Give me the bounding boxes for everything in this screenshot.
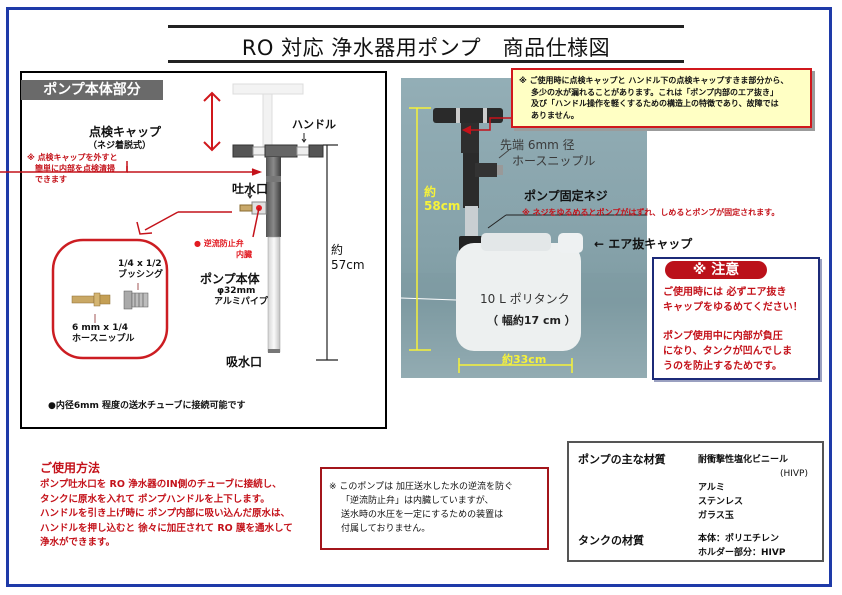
valve-note-line: 「逆流防止弁」は内臓していますが、 <box>341 496 494 506</box>
tank-length-label: 約33cm <box>502 353 547 366</box>
valve-note-line: 送水時の水圧を一定にするための装置は <box>341 510 504 520</box>
tip-hose-nipple-label: 先端 6mm 径 ホースニップル <box>500 138 596 168</box>
usage-line: 浄水ができます。 <box>40 537 116 548</box>
up-down-arrow-icon <box>203 91 221 152</box>
bushing-label: 1/4 x 1/2 ブッシング <box>118 259 164 280</box>
pump-material-list: 耐衝撃性塩化ビニール (HIVP) アルミ ステンレス ガラス玉 <box>698 455 808 521</box>
leak-note-line: ※ ご使用時に点検キャップと ハンドル下の点検キャップすきま部分から、 <box>519 76 789 85</box>
valve-note-line: 付属しておりません。 <box>341 524 431 534</box>
tube-note: ●内径6mm 程度の送水チューブに接続可能です <box>48 401 246 411</box>
tank-material-label: タンクの材質 <box>578 534 644 547</box>
hose-nipple-icon <box>71 292 111 307</box>
handle-bar <box>232 144 324 158</box>
inlet-label: 吸水口 <box>226 355 263 369</box>
outlet-label: 吐水口 <box>232 182 269 196</box>
pump-body-label: ポンプ本体 <box>200 272 260 286</box>
title-bar: RO 対応 浄水器用ポンプ 商品仕様図 <box>168 25 684 63</box>
leak-note-line: 及び「ハンドル操作を軽くするための構造上の特徴であり、故障では <box>531 99 779 108</box>
usage-line: タンクに原水を入れて ポンプハンドルを上下します。 <box>40 493 270 505</box>
page-frame <box>6 7 832 587</box>
valve-note-line: ※ このポンプは 加圧送水した水の逆流を防ぐ <box>329 482 513 492</box>
fix-screw-label: ポンプ固定ネジ <box>524 189 608 203</box>
photo-illustration <box>401 107 647 378</box>
check-valve-label: ● 逆流防止弁 内臓 <box>194 239 252 259</box>
inspection-cap-label: 点検キャップ <box>89 125 162 139</box>
tank-material-list: 本体：ポリエチレン ホルダー部分：HIVP <box>698 534 786 558</box>
caution-text-1: ご使用時には 必ずエア抜き キャップをゆるめてください！ <box>663 287 803 313</box>
usage-line: ハンドルを押し込むと 徐々に加圧されて RO 膜を通水して <box>40 522 293 534</box>
photo-height-label: 約 58cm <box>424 185 461 213</box>
product-photo <box>401 78 647 378</box>
caution-text-2: ポンプ使用中に内部が負圧 になり、タンクが凹んでしま うのを防止するためです。 <box>663 331 793 372</box>
bushing-icon <box>123 290 149 310</box>
hose-nipple-label: 6 mm x 1/4 ホースニップル <box>72 323 135 344</box>
materials-box: ポンプの主な材質 耐衝撃性塩化ビニール (HIVP) アルミ ステンレス ガラス… <box>567 441 824 562</box>
caution-title: ※ 注意 <box>665 261 767 279</box>
section-label: ポンプ本体部分 <box>21 80 163 100</box>
page-title: RO 対応 浄水器用ポンプ 商品仕様図 <box>241 36 611 60</box>
pump-body-spec: φ32mm アルミパイプ <box>214 286 268 307</box>
tank-width-label: （ 幅約17 cm ） <box>487 314 576 327</box>
inspection-cap-sub: （ネジ着脱式） <box>88 141 152 151</box>
tank-label: 10 L ポリタンク <box>480 292 570 306</box>
usage-body: ポンプ吐水口を RO 浄水器のIN側のチューブに接続し、 タンクに原水を入れて … <box>40 478 293 551</box>
handle-label: ハンドル <box>292 118 336 131</box>
inspection-note: ※ 点検キャップを外すと 簡単に内部を点検清掃 できます <box>27 153 118 184</box>
air-cap-label: ← エア抜キャップ <box>594 237 693 251</box>
usage-title: ご使用方法 <box>40 461 101 475</box>
pump-height-label: 約 57cm <box>331 243 365 272</box>
fix-screw-note: ※ ネジをゆるめるとポンプがはずれ、しめるとポンプが固定されます。 <box>522 208 780 217</box>
leak-note-line: 多少の水が漏れることがあります。これは「ポンプ内部のエア抜き」 <box>531 87 778 97</box>
pump-material-label: ポンプの主な材質 <box>578 453 666 466</box>
valve-note-box: ※ このポンプは 加圧送水した水の逆流を防ぐ 「逆流防止弁」は内臓していますが、… <box>320 467 549 550</box>
usage-line: ポンプ吐水口を RO 浄水器のIN側のチューブに接続し、 <box>40 479 282 490</box>
usage-line: ハンドルを引き上げ時に ポンプ内部に吸い込んだ原水は、 <box>40 508 291 519</box>
leak-note-box: ※ ご使用時に点検キャップと ハンドル下の点検キャップすきま部分から、 多少の水… <box>511 68 812 128</box>
leak-note-line: ありません。 <box>531 110 579 120</box>
pump-diagram-panel <box>20 71 387 429</box>
